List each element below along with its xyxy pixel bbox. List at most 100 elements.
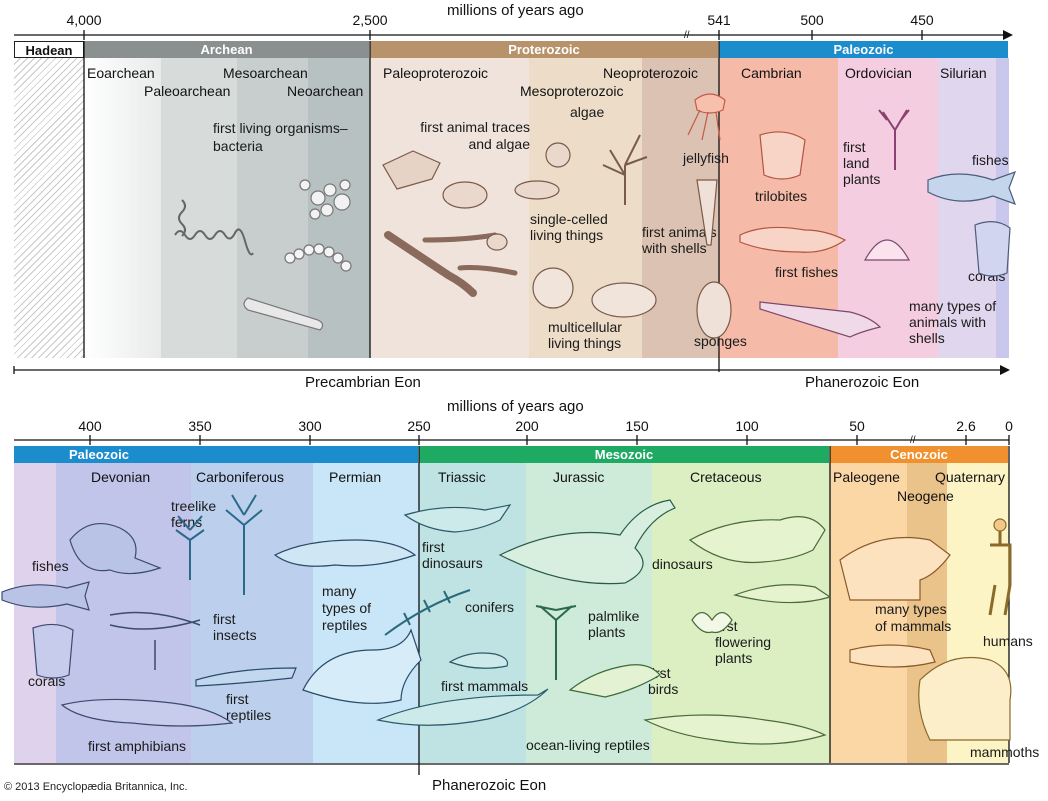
era-mesozoic: Mesozoic — [419, 446, 830, 463]
bottom-tick-50: 50 — [849, 418, 865, 434]
band-silurian-bottom — [14, 463, 56, 763]
reptile-small-icon — [195, 667, 297, 687]
band-ordovician — [838, 58, 938, 358]
period-triassic: Triassic — [438, 469, 486, 485]
mammoth-icon — [918, 656, 1012, 741]
label-algae: algae — [570, 104, 605, 120]
label-trilobites: trilobites — [755, 188, 808, 204]
therapsid-icon — [302, 628, 422, 704]
radiolarian-icon — [532, 267, 574, 309]
label-fishes-bottom: fishes — [32, 558, 69, 574]
label-many-shells: many types of animals with shells — [909, 298, 997, 346]
band-paleoarchean — [161, 58, 237, 358]
top-tick-2500: 2,500 — [352, 12, 388, 28]
label-palmlike: palmlike plants — [588, 608, 640, 640]
large-mammal-icon — [839, 536, 951, 601]
label-first-insects: first insects — [213, 611, 257, 643]
label-sponges: sponges — [694, 333, 747, 349]
label-first-reptiles: first reptiles — [226, 691, 272, 723]
small-mammal-icon — [849, 644, 936, 668]
mammal-small-icon — [448, 652, 509, 669]
sponge-icon — [696, 281, 732, 339]
bottom-tick-350: 350 — [188, 418, 212, 434]
top-tick-541: 541 — [707, 12, 731, 28]
label-animal-traces: first animal traces and algae — [420, 119, 530, 152]
dragonfly-icon — [109, 611, 201, 670]
flower-icon — [691, 611, 733, 634]
top-axis-title: millions of years ago — [447, 2, 584, 19]
era-mesoarchean: Mesoarchean — [223, 65, 308, 81]
label-bacteria: first living organisms–bacteria — [213, 120, 348, 154]
algae-branch-icon — [602, 134, 648, 205]
label-many-reptiles: many types of reptiles — [322, 583, 372, 633]
sauropod-icon — [498, 499, 676, 585]
nautiloid-icon — [759, 301, 882, 338]
svg-text://: // — [910, 435, 916, 446]
band-eoarchean — [84, 58, 161, 358]
bottom-tick-0: 0 — [1005, 418, 1013, 434]
flagellate-icon — [486, 233, 508, 251]
label-first-shells: first animals with shells — [642, 224, 717, 256]
bacteria-coil-icon — [178, 199, 186, 237]
top-tick-500: 500 — [800, 12, 824, 28]
fish-bottom-icon — [1, 581, 90, 611]
first-fish-top-icon — [739, 226, 847, 253]
fossil-slab-icon — [382, 150, 441, 190]
bottom-tick-2-6: 2.6 — [956, 418, 976, 434]
bacteria-rod-icon — [243, 297, 324, 331]
bottom-tick-300: 300 — [298, 418, 322, 434]
era-mesoproterozoic: Mesoproterozoic — [520, 83, 624, 99]
eon-proterozoic: Proterozoic — [370, 41, 719, 58]
cell-hairy-icon — [442, 181, 488, 209]
coral-bottom-icon — [32, 623, 74, 679]
top-tick-4000: 4,000 — [66, 12, 102, 28]
period-neogene: Neogene — [897, 488, 954, 504]
label-mammoths: mammoths — [970, 744, 1040, 760]
human-icon — [988, 530, 1012, 616]
conifer-branch-icon — [384, 589, 471, 636]
band-silurian-edge — [996, 58, 1009, 358]
band-paleogene — [830, 463, 907, 763]
band-paleoproterozoic — [370, 58, 529, 358]
band-hadean — [14, 58, 84, 358]
tree-tall-icon — [225, 494, 263, 595]
cell-round-icon — [545, 142, 571, 168]
amphibian-icon — [60, 698, 234, 727]
era-silurian: Silurian — [940, 65, 987, 81]
label-dinosaurs: dinosaurs — [652, 556, 713, 572]
bird-icon — [568, 664, 661, 698]
lungfish-icon — [69, 522, 162, 575]
shell-cone-icon — [696, 179, 718, 246]
mammal-cretaceous-icon — [732, 584, 832, 604]
label-multicellular: multicellular living things — [548, 319, 622, 351]
era-ordovician: Ordovician — [845, 65, 912, 81]
bottom-tick-150: 150 — [625, 418, 649, 434]
label-jellyfish: jellyfish — [683, 150, 729, 166]
phanerozoic-eon-label-bottom: Phanerozoic Eon — [432, 777, 547, 794]
bacteria-chain-icon — [284, 243, 352, 272]
label-land-plants: first land plants — [843, 139, 881, 187]
top-tick-450: 450 — [910, 12, 934, 28]
worm-thin-icon — [422, 232, 498, 243]
land-plant-icon — [878, 109, 910, 170]
era-eoarchean: Eoarchean — [87, 65, 155, 81]
bottom-axis-title: millions of years ago — [447, 398, 584, 415]
triceratops-icon — [688, 516, 826, 564]
eon-paleozoic-top: Paleozoic — [719, 41, 1009, 58]
period-permian: Permian — [329, 469, 382, 485]
ciliate-icon — [514, 180, 560, 200]
phanerozoic-eon-label-top: Phanerozoic Eon — [805, 374, 920, 391]
bacteria-squiggle-icon — [174, 228, 254, 256]
copyright: © 2013 Encyclopædia Britannica, Inc. — [4, 781, 188, 793]
trilobite-top-icon — [759, 131, 806, 180]
label-conifers: conifers — [465, 599, 515, 615]
label-humans: humans — [983, 633, 1033, 649]
period-devonian: Devonian — [91, 469, 151, 485]
scallop-shell-icon — [863, 239, 911, 261]
label-first-dinosaurs: first dinosaurs — [422, 539, 483, 571]
fish-top-icon — [927, 170, 1017, 206]
